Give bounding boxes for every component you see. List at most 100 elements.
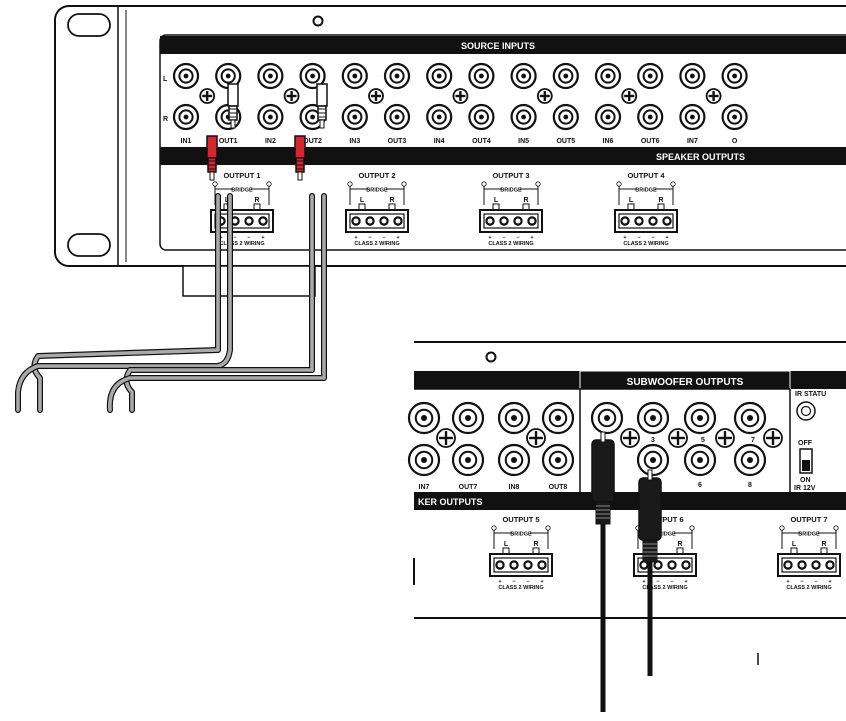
rca-jack-right-8[interactable]	[468, 103, 495, 131]
terminal-screw-icon[interactable]	[499, 216, 509, 226]
polarity-label: −	[512, 579, 515, 585]
terminal-screw-icon[interactable]	[495, 560, 505, 570]
rca-jack-right-12[interactable]	[637, 103, 664, 131]
rca-plug-red-2[interactable]	[294, 135, 306, 181]
terminal-screw-icon[interactable]	[667, 560, 677, 570]
polarity-label: −	[526, 579, 529, 585]
rca-jack-right-7[interactable]	[426, 103, 453, 131]
sub-number: 6	[698, 482, 702, 489]
terminal-screw-icon[interactable]	[485, 216, 495, 226]
rca-jack-right-13[interactable]	[679, 103, 706, 131]
channel-left-label: L	[792, 541, 797, 548]
terminal-screw-icon[interactable]	[513, 216, 523, 226]
rca-jack-right-1[interactable]	[172, 103, 200, 131]
rca-jack-left-12[interactable]	[637, 62, 664, 90]
terminal-screw-icon[interactable]	[681, 560, 691, 570]
polarity-label: −	[800, 579, 803, 585]
rca-jack-right-11[interactable]	[594, 103, 622, 131]
rca-jack-left-7[interactable]	[426, 62, 453, 90]
polarity-label: −	[382, 235, 385, 241]
source-inputs-label: SOURCE INPUTS	[461, 41, 535, 51]
terminal-screw-icon[interactable]	[379, 216, 389, 226]
rca-jack-left-5[interactable]	[341, 62, 368, 90]
terminal-screw-icon[interactable]	[648, 216, 658, 226]
terminal-screw-icon[interactable]	[783, 560, 793, 570]
polarity-label: −	[368, 235, 371, 241]
sub-jack-top-4[interactable]	[733, 401, 767, 435]
rca-jack-bottom-3[interactable]	[497, 443, 531, 477]
rca-jack-right-5[interactable]	[341, 103, 368, 131]
rca-jack-right-3[interactable]	[257, 103, 284, 131]
rca-jack-left-10[interactable]	[552, 62, 579, 90]
rca-jack-right-9[interactable]	[510, 103, 537, 131]
rca-jack-right-10[interactable]	[552, 103, 579, 131]
rca-jack-bottom-1[interactable]	[407, 443, 441, 477]
rca-jack-left-11[interactable]	[594, 62, 622, 90]
terminal-screw-icon[interactable]	[527, 216, 537, 226]
rca-jack-left-4[interactable]	[299, 62, 326, 90]
terminal-screw-icon[interactable]	[258, 216, 268, 226]
rca-jack-left-1[interactable]	[172, 62, 200, 90]
row-label-right: R	[163, 116, 168, 123]
rca-jack-right-6[interactable]	[383, 103, 411, 131]
terminal-screw-icon[interactable]	[393, 216, 403, 226]
terminal-screw-icon[interactable]	[797, 560, 807, 570]
terminal-screw-icon[interactable]	[365, 216, 375, 226]
rca-jack-left-8[interactable]	[468, 62, 495, 90]
terminal-screw-icon[interactable]	[662, 216, 672, 226]
rca-jack-left-2[interactable]	[215, 62, 242, 90]
ground-screw-icon	[436, 428, 456, 448]
sub-jack-top-1[interactable]	[590, 401, 624, 435]
rca-plug-sub-1[interactable]	[591, 431, 615, 525]
channel-right-label: R	[658, 197, 663, 204]
class2-wiring-label: CLASS 2 WIRING	[354, 241, 399, 247]
jack-label: IN6	[603, 138, 614, 145]
rca-jack-top-4[interactable]	[541, 401, 575, 435]
channel-right-label: R	[677, 541, 682, 548]
terminal-screw-icon[interactable]	[523, 560, 533, 570]
terminal-screw-icon[interactable]	[620, 216, 630, 226]
ground-screw-icon	[763, 428, 783, 448]
polarity-label: +	[498, 579, 501, 585]
ground-screw-icon	[526, 428, 546, 448]
rca-jack-left-9[interactable]	[510, 62, 537, 90]
rca-plug-red-1[interactable]	[206, 135, 218, 181]
terminal-screw-icon[interactable]	[509, 560, 519, 570]
rca-jack-left-6[interactable]	[383, 62, 411, 90]
rca-jack-top-1[interactable]	[407, 401, 441, 435]
rca-jack-left-14[interactable]	[721, 62, 748, 90]
channel-left-label: L	[360, 197, 365, 204]
jack-label: OUT5	[556, 138, 575, 145]
terminal-screw-icon[interactable]	[634, 216, 644, 226]
jack-label: OUT3	[388, 138, 407, 145]
terminal-screw-icon[interactable]	[351, 216, 361, 226]
polarity-label: −	[814, 579, 817, 585]
rca-jack-right-14[interactable]	[721, 103, 748, 131]
sub-number: 5	[701, 437, 705, 444]
rca-plug-white-2[interactable]	[316, 83, 328, 129]
rca-jack-left-13[interactable]	[679, 62, 706, 90]
terminal-screw-icon[interactable]	[653, 560, 663, 570]
rack-ear-slot-bottom	[67, 233, 111, 257]
ground-screw-icon	[668, 428, 688, 448]
terminal-screw-icon[interactable]	[811, 560, 821, 570]
rca-jack-left-3[interactable]	[257, 62, 284, 90]
sub-jack-bottom-3[interactable]	[733, 443, 767, 477]
sub-jack-top-2[interactable]	[636, 401, 670, 435]
rca-plug-sub-2[interactable]	[638, 469, 662, 563]
terminal-screw-icon[interactable]	[244, 216, 254, 226]
rca-jack-top-2[interactable]	[451, 401, 485, 435]
jack-label: IN5	[518, 138, 529, 145]
sub-jack-bottom-1[interactable]	[636, 443, 670, 477]
rca-jack-bottom-2[interactable]	[451, 443, 485, 477]
rca-jack-top-3[interactable]	[497, 401, 531, 435]
output-title: OUTPUT 1	[223, 171, 260, 180]
sub-jack-top-3[interactable]	[683, 401, 717, 435]
terminal-screw-icon[interactable]	[825, 560, 835, 570]
rca-plug-white-1[interactable]	[227, 83, 239, 129]
terminal-screw-icon[interactable]	[537, 560, 547, 570]
rca-jack-bottom-4[interactable]	[541, 443, 575, 477]
sub-jack-bottom-2[interactable]	[683, 443, 717, 477]
